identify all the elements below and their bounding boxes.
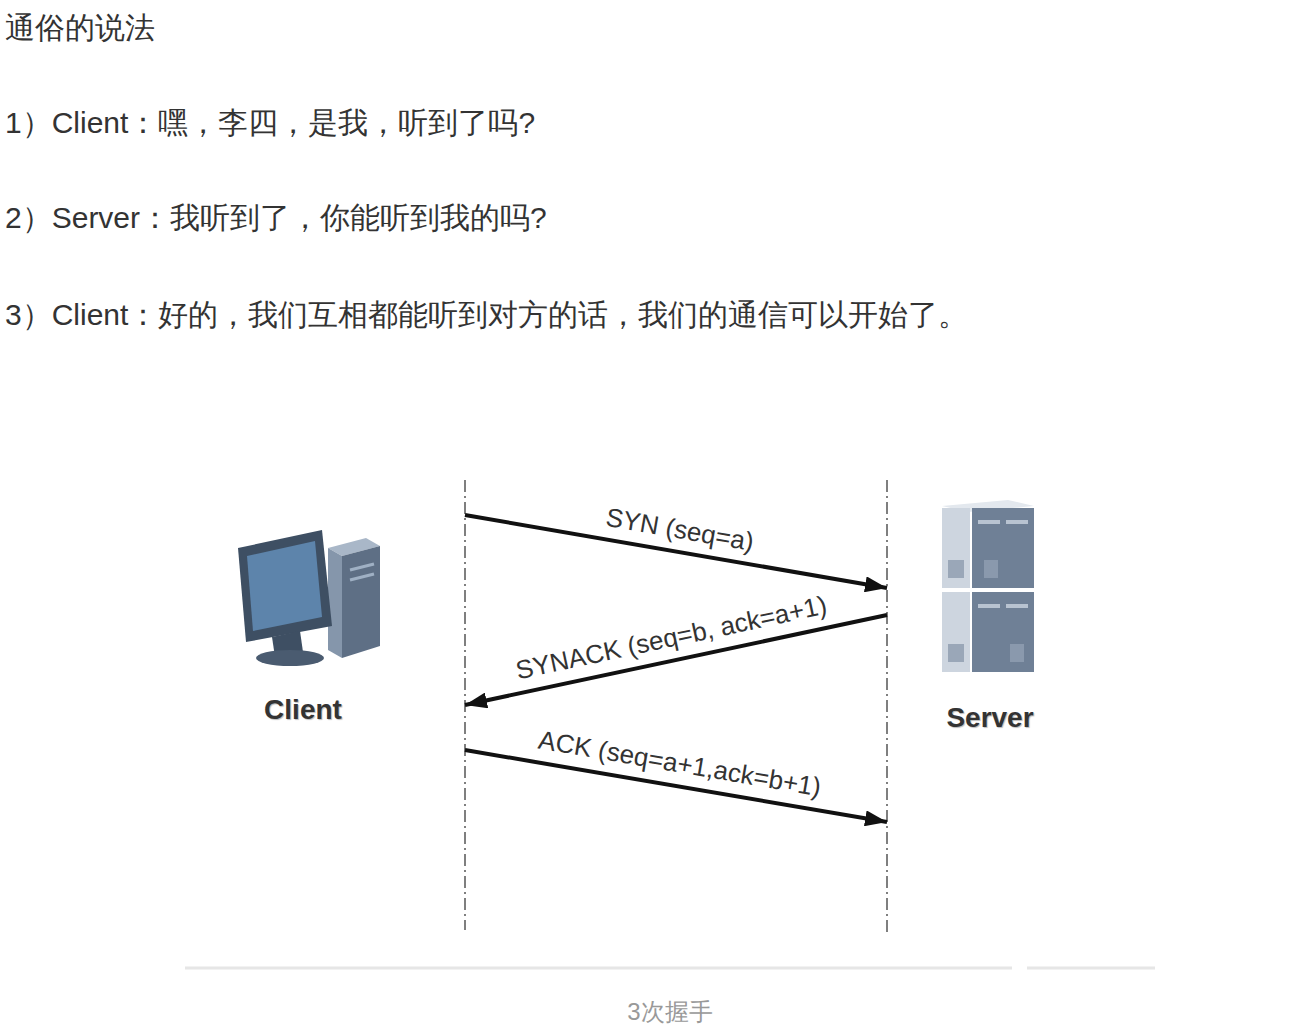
monitor-base [256, 650, 324, 666]
server-slot [1006, 520, 1028, 524]
tower-slot [350, 574, 374, 580]
server-slot [1006, 604, 1028, 608]
message-label: SYN (seq=a) [601, 502, 759, 558]
monitor-frame [238, 530, 332, 642]
server-unit [942, 592, 970, 672]
tower-side [342, 546, 380, 658]
server-lifeline [886, 480, 888, 935]
caption: 3次握手 [627, 998, 712, 1027]
dialogue-line: 2）Server：我听到了，你能听到我的吗? [5, 200, 547, 236]
tower-slot [350, 564, 374, 570]
client-node: Client [230, 480, 465, 930]
server-vent [948, 560, 964, 578]
server-unit [972, 592, 1034, 672]
server-unit [942, 508, 970, 588]
server-vent [984, 560, 998, 578]
server-vent [1010, 644, 1024, 662]
node-label: Server [946, 702, 1033, 734]
node-label: Client [264, 694, 342, 726]
server-icon [942, 500, 1034, 672]
server-slot [978, 520, 1000, 524]
server-vent [948, 644, 964, 662]
heading: 通俗的说法 [5, 10, 155, 46]
caption-rule [1027, 967, 1155, 970]
message-label: SYNACK (seq=b, ack=a+1) [510, 590, 832, 687]
server-slot [978, 604, 1000, 608]
dialogue-line: 3）Client：好的，我们互相都能听到对方的话，我们的通信可以开始了。 [5, 297, 968, 333]
server-node: Server [887, 480, 1047, 930]
dialogue-line: 1）Client：嘿，李四，是我，听到了吗? [5, 105, 535, 141]
computer-icon [238, 530, 380, 666]
tower-front [328, 548, 342, 658]
caption-rule [185, 967, 1012, 970]
monitor-screen [247, 541, 322, 631]
message-label: ACK (seq=a+1,ack=b+1) [533, 725, 826, 804]
server-unit [972, 508, 1034, 588]
